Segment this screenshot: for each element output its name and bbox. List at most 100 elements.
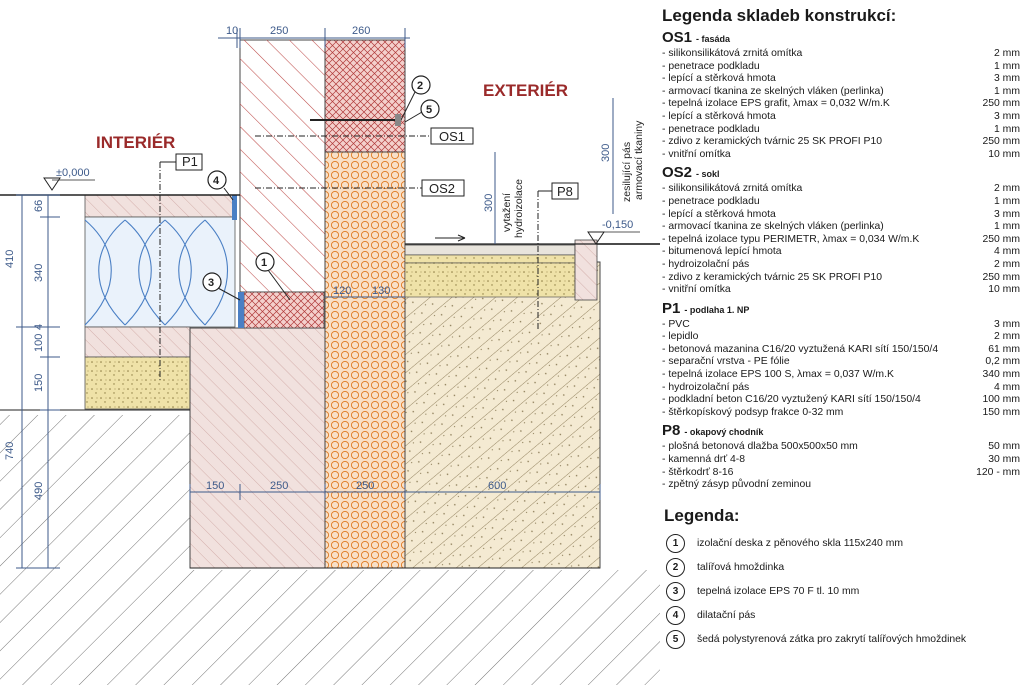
dim-bottom-150: 150 xyxy=(206,480,224,492)
callout-5: 5 xyxy=(404,99,440,123)
svg-text:2: 2 xyxy=(417,80,423,92)
interior-label: INTERIÉR xyxy=(96,133,175,152)
dim-bottom-600: 600 xyxy=(488,480,506,492)
floor-gravel-base xyxy=(84,356,191,410)
dim-mid-120: 120 xyxy=(333,285,351,297)
level-zero: ±0,000 xyxy=(56,167,90,179)
section-p1-code: P1 xyxy=(662,299,681,317)
legend-number-icon: 2 xyxy=(666,558,685,578)
floor-base-concrete xyxy=(84,326,191,358)
section-os1: OS1- fasáda - silikonsilikátová zrnitá o… xyxy=(660,29,1020,161)
legend-number-icon: 4 xyxy=(666,606,685,626)
layer-row: - armovací tkanina ze skelných vláken (p… xyxy=(662,221,1020,233)
svg-text:P1: P1 xyxy=(182,154,198,169)
legend-symbols-title: Legenda: xyxy=(664,505,740,525)
callout-4: 4 xyxy=(207,170,234,201)
exterior-label: EXTERIÉR xyxy=(483,81,568,100)
layer-row: - armovací tkanina ze skelných vláken (p… xyxy=(662,85,1020,97)
dim-66: 66 xyxy=(33,200,45,212)
dim-100: 100 xyxy=(33,334,45,352)
facade-insulation xyxy=(324,39,406,153)
layer-row: - zdivo z keramických tvárnic 25 SK PROF… xyxy=(662,136,1020,148)
section-os2: OS2- sokl - silikonsilikátová zrnitá omí… xyxy=(660,164,1020,296)
level-minus: -0,150 xyxy=(602,219,633,231)
section-p1-subtitle: - podlaha 1. NP xyxy=(684,304,750,315)
dim-340: 340 xyxy=(33,264,45,282)
eps-strip xyxy=(238,292,244,328)
plinth-insulation xyxy=(324,151,406,569)
dim-vert-300a: 300 xyxy=(483,194,495,212)
dim-4: 4 xyxy=(33,324,45,330)
legend-number-icon: 1 xyxy=(666,534,685,554)
dilatation-strip xyxy=(232,195,237,220)
dim-bottom-250b: 250 xyxy=(356,480,374,492)
dim-mid-130: 130 xyxy=(372,285,390,297)
callout-3: 3 xyxy=(202,272,241,301)
callout-2: 2 xyxy=(399,75,431,123)
dim-150: 150 xyxy=(33,374,45,392)
svg-text:OS2: OS2 xyxy=(429,181,455,196)
foam-glass-board xyxy=(243,291,325,329)
layer-row: - betonová mazanina C16/20 vyztužená KAR… xyxy=(662,343,1020,355)
exterior-backfill xyxy=(404,261,601,569)
legend-number-icon: 5 xyxy=(666,630,685,650)
legend-number-icon: 3 xyxy=(666,582,685,602)
note-armovaci: armovací tkaniny xyxy=(633,120,645,200)
paving-slab xyxy=(404,244,576,256)
note-zesilujici: zesilující pás xyxy=(621,142,633,202)
section-os1-subtitle: - fasáda xyxy=(696,34,731,44)
svg-text:P8: P8 xyxy=(557,184,573,199)
section-os2-subtitle: - sokl xyxy=(696,169,720,180)
layer-row: - tepelná izolace EPS 100 S, λmax = 0,03… xyxy=(662,369,1020,381)
svg-text:5: 5 xyxy=(426,104,432,116)
svg-text:OS1: OS1 xyxy=(439,129,465,144)
tag-os1: OS1 xyxy=(255,127,474,145)
section-p8-code: P8 xyxy=(662,422,681,440)
callout-1: 1 xyxy=(255,252,291,301)
tag-p1: P1 xyxy=(159,153,203,380)
dim-vert-300b: 300 xyxy=(600,144,612,162)
layer-row: - podkladní beton C16/20 vyztužený KARI … xyxy=(662,394,1020,406)
layer-row: - zpětný zásyp původní zeminou xyxy=(662,479,812,491)
layer-row: - zdivo z keramických tvárnic 25 SK PROF… xyxy=(662,271,1020,283)
legend-title: Legenda skladeb konstrukcí: xyxy=(662,6,897,25)
dim-top-250: 250 xyxy=(270,25,288,37)
note-hydroizolace: hydroizolace xyxy=(513,179,525,238)
note-vytazeni: vytažení xyxy=(501,193,513,232)
svg-text:3: 3 xyxy=(208,277,214,289)
tag-os2: OS2 xyxy=(255,179,465,197)
legend-panel: Legenda skladeb konstrukcí: OS1- fasáda … xyxy=(660,6,1020,652)
section-os2-code: OS2 xyxy=(662,164,693,182)
dim-top-260: 260 xyxy=(352,25,370,37)
dim-740: 740 xyxy=(4,442,16,460)
layer-row: - tepelná izolace EPS grafit, λmax = 0,0… xyxy=(662,98,1020,110)
section-p8-subtitle: - okapový chodník xyxy=(684,427,764,438)
tag-p8: P8 xyxy=(537,182,579,330)
dim-410: 410 xyxy=(4,250,16,268)
layer-row: - tepelná izolace typu PERIMETR, λmax = … xyxy=(662,233,1020,245)
